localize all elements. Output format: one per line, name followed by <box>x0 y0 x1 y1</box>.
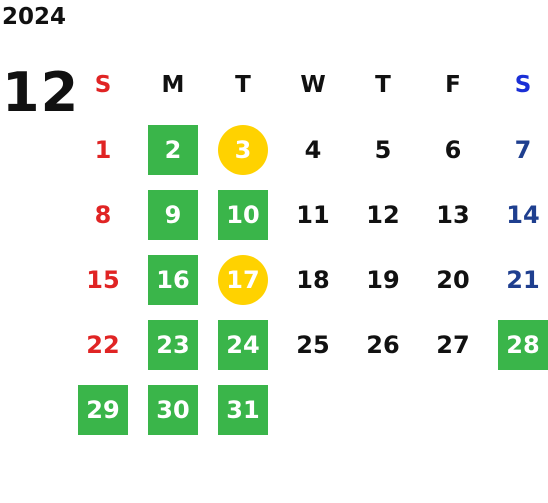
day-number: 16 <box>148 255 198 305</box>
day-number: 27 <box>436 331 470 359</box>
day-cell[interactable]: 7 <box>488 120 548 180</box>
day-number: 12 <box>366 201 400 229</box>
day-cell[interactable]: 31 <box>208 380 278 440</box>
day-number: 19 <box>366 266 400 294</box>
day-cell[interactable]: 10 <box>208 185 278 245</box>
day-number: 2 <box>148 125 198 175</box>
day-number: 21 <box>506 266 540 294</box>
day-cell[interactable]: 20 <box>418 250 488 310</box>
day-number: 9 <box>148 190 198 240</box>
day-cell[interactable]: 14 <box>488 185 548 245</box>
day-cell[interactable]: 2 <box>138 120 208 180</box>
day-cell[interactable]: 28 <box>488 315 548 375</box>
day-cell[interactable]: 9 <box>138 185 208 245</box>
weekday-header-sat: S <box>514 72 532 98</box>
day-number: 18 <box>296 266 330 294</box>
day-number: 30 <box>148 385 198 435</box>
day-cell[interactable]: 30 <box>138 380 208 440</box>
day-number: 8 <box>94 201 112 229</box>
day-number: 5 <box>374 136 392 164</box>
weekday-header-sun: S <box>94 72 112 98</box>
day-number: 6 <box>444 136 462 164</box>
day-cell[interactable]: 1 <box>68 120 138 180</box>
weekday-header-fri: F <box>445 72 461 98</box>
day-cell[interactable]: 29 <box>68 380 138 440</box>
day-cell[interactable]: 6 <box>418 120 488 180</box>
day-cell[interactable]: 21 <box>488 250 548 310</box>
day-cell[interactable]: 25 <box>278 315 348 375</box>
day-number: 22 <box>86 331 120 359</box>
weekday-header-wed: W <box>300 72 326 98</box>
day-cell[interactable]: 15 <box>68 250 138 310</box>
day-cell[interactable]: 27 <box>418 315 488 375</box>
day-number: 1 <box>94 136 112 164</box>
day-cell[interactable]: 12 <box>348 185 418 245</box>
month-label: 12 <box>2 61 80 124</box>
weekday-header-mon: M <box>161 72 185 98</box>
day-cell[interactable]: 16 <box>138 250 208 310</box>
day-cell[interactable]: 22 <box>68 315 138 375</box>
day-number: 15 <box>86 266 120 294</box>
day-cell[interactable]: 13 <box>418 185 488 245</box>
weekday-header-thu: T <box>375 72 391 98</box>
day-cell[interactable]: 11 <box>278 185 348 245</box>
day-number: 24 <box>218 320 268 370</box>
day-number: 28 <box>498 320 548 370</box>
day-cell[interactable]: 26 <box>348 315 418 375</box>
year-label: 2024 <box>2 4 67 30</box>
day-number: 31 <box>218 385 268 435</box>
day-cell[interactable]: 4 <box>278 120 348 180</box>
day-number: 7 <box>514 136 532 164</box>
day-number: 10 <box>218 190 268 240</box>
day-cell[interactable]: 5 <box>348 120 418 180</box>
day-cell[interactable]: 8 <box>68 185 138 245</box>
day-number: 26 <box>366 331 400 359</box>
day-number: 17 <box>218 255 268 305</box>
day-number: 13 <box>436 201 470 229</box>
day-cell[interactable]: 19 <box>348 250 418 310</box>
day-number: 14 <box>506 201 540 229</box>
day-number: 23 <box>148 320 198 370</box>
day-cell[interactable]: 17 <box>208 250 278 310</box>
day-number: 29 <box>78 385 128 435</box>
day-cell[interactable]: 24 <box>208 315 278 375</box>
day-number: 4 <box>304 136 322 164</box>
day-number: 25 <box>296 331 330 359</box>
day-cell[interactable]: 3 <box>208 120 278 180</box>
day-number: 3 <box>218 125 268 175</box>
day-number: 11 <box>296 201 330 229</box>
day-cell[interactable]: 18 <box>278 250 348 310</box>
day-cell[interactable]: 23 <box>138 315 208 375</box>
day-number: 20 <box>436 266 470 294</box>
weekday-header-tue: T <box>235 72 251 98</box>
